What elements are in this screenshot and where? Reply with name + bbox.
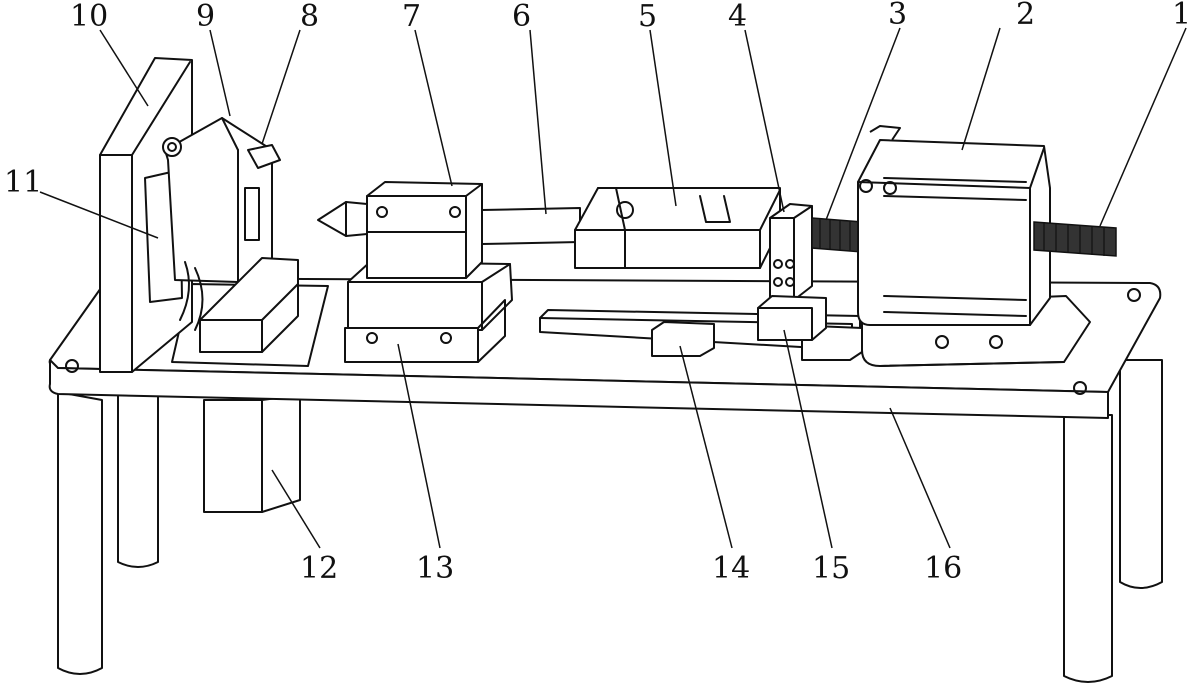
carriage-15 [757, 295, 827, 341]
label-3: 3 [888, 0, 907, 32]
leader-lines [39, 27, 1187, 549]
support-block [199, 257, 299, 353]
motor-2 [857, 125, 1091, 367]
label-2: 2 [1016, 0, 1035, 32]
lead-screw-3 [811, 217, 863, 253]
label-11: 11 [4, 165, 42, 200]
label-8: 8 [300, 0, 319, 34]
lower-box-12 [203, 394, 301, 513]
label-12: 12 [300, 551, 338, 586]
label-15: 15 [812, 551, 850, 586]
table-legs [57, 359, 1163, 683]
label-14: 14 [712, 551, 750, 586]
rod-6 [481, 207, 581, 245]
label-6: 6 [512, 0, 531, 34]
label-5: 5 [638, 0, 657, 34]
slider-5 [574, 187, 781, 269]
label-13: 13 [416, 551, 454, 586]
part-labels: 1 2 3 4 5 6 7 8 9 10 11 12 13 14 15 16 [4, 0, 1191, 586]
label-9: 9 [196, 0, 215, 34]
label-1: 1 [1172, 0, 1191, 32]
label-7: 7 [402, 0, 421, 34]
clamp-assembly [144, 117, 281, 331]
label-10: 10 [70, 0, 108, 34]
label-4: 4 [728, 0, 747, 34]
label-16: 16 [924, 551, 962, 586]
block-4 [769, 203, 813, 301]
tailstock-7 [317, 181, 513, 363]
motor-shaft-1 [1033, 221, 1117, 257]
